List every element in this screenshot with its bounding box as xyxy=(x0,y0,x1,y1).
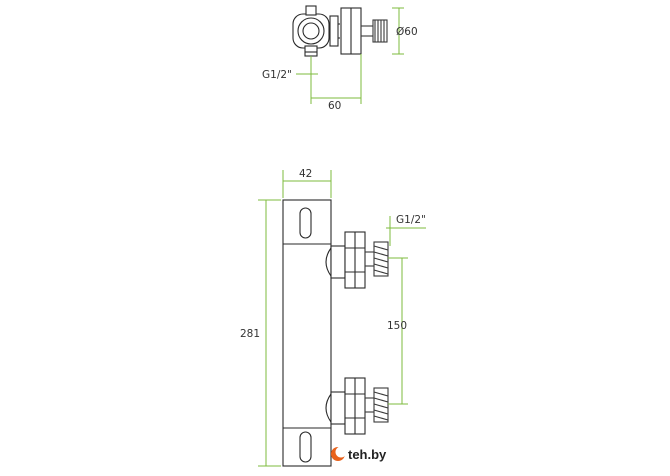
lower-connection xyxy=(325,377,366,435)
top-view-dimensions xyxy=(296,7,404,104)
upper-connection xyxy=(325,231,366,289)
upper-thread xyxy=(365,241,389,277)
thermostat-body xyxy=(282,199,332,467)
top-view-thread xyxy=(361,19,388,43)
front-view-dimensions xyxy=(258,170,426,467)
watermark: teh.by xyxy=(331,446,387,462)
crescent-logo-icon xyxy=(331,446,347,461)
top-view-connector xyxy=(329,7,362,55)
lower-thread xyxy=(365,387,389,423)
front-view-thread-label: G1/2" xyxy=(396,214,426,226)
watermark-text: teh.by xyxy=(348,447,387,462)
top-view-diameter-label: Ø60 xyxy=(396,26,418,38)
top-view-thread-label: G1/2" xyxy=(262,69,292,81)
top-view xyxy=(292,5,388,57)
front-view-height-label: 281 xyxy=(240,328,260,340)
front-view-width-label: 42 xyxy=(299,168,312,180)
front-view-spacing-label: 150 xyxy=(387,320,407,332)
top-view-valve-body xyxy=(292,5,330,57)
front-view xyxy=(282,199,389,467)
top-view-depth-label: 60 xyxy=(328,100,341,112)
